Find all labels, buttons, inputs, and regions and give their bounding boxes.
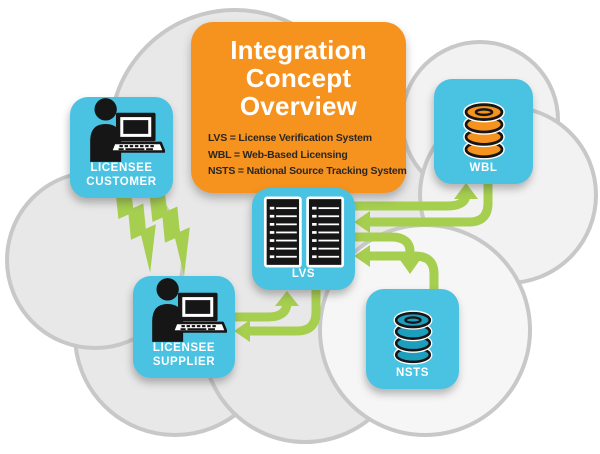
diagram-title: Integration Concept Overview [205,36,392,120]
node-label-lvs: LVS [292,268,315,291]
node-label-licensee-customer: LICENSEE CUSTOMER [86,162,156,198]
node-label-line: LICENSEE [152,342,216,354]
node-label-line: SUPPLIER [152,355,216,368]
title-line: Integration [230,35,367,65]
node-label-licensee-supplier: LICENSEE SUPPLIER [153,342,215,378]
lightning-bolt [115,183,156,273]
node-nsts: NSTS [366,289,459,389]
arrow-lvs-to-supplier [234,286,321,342]
node-label-line: LICENSEE [90,162,153,174]
node-label-line: NSTS [395,366,430,379]
node-licensee-supplier: LICENSEE SUPPLIER [133,276,235,378]
arrow-supplier-to-lvs [230,291,299,322]
node-lvs: LVS [252,188,355,290]
arrow-wbl-to-lvs [354,180,493,233]
arrow-nsts-to-lvs [354,245,439,293]
title-line: Concept [245,63,352,93]
lightning-bolt [149,186,190,276]
arrow-lvs-to-wbl [348,183,478,211]
title-line: Overview [239,91,358,121]
legend: LVS = License Verification System WBL = … [205,130,407,180]
node-label-wbl: WBL [470,162,498,185]
database-icon [462,101,505,160]
node-label-line: LVS [291,267,316,280]
legend-line-lvs: LVS = License Verification System [208,132,372,144]
legend-line-wbl: WBL = Web-Based Licensing [208,148,348,161]
legend-line-nsts: NSTS = National Source Tracking System [208,165,407,177]
node-label-line: WBL [469,161,498,174]
node-wbl: WBL [434,79,533,184]
node-licensee-customer: LICENSEE CUSTOMER [70,97,173,198]
person-laptop-icon [89,98,165,162]
database-icon [393,310,432,364]
title-card: Integration Concept Overview LVS = Licen… [191,22,407,193]
node-label-line: CUSTOMER [86,175,157,188]
node-label-nsts: NSTS [396,367,429,390]
person-laptop-icon [152,278,227,342]
server-rack-icon [263,195,344,268]
